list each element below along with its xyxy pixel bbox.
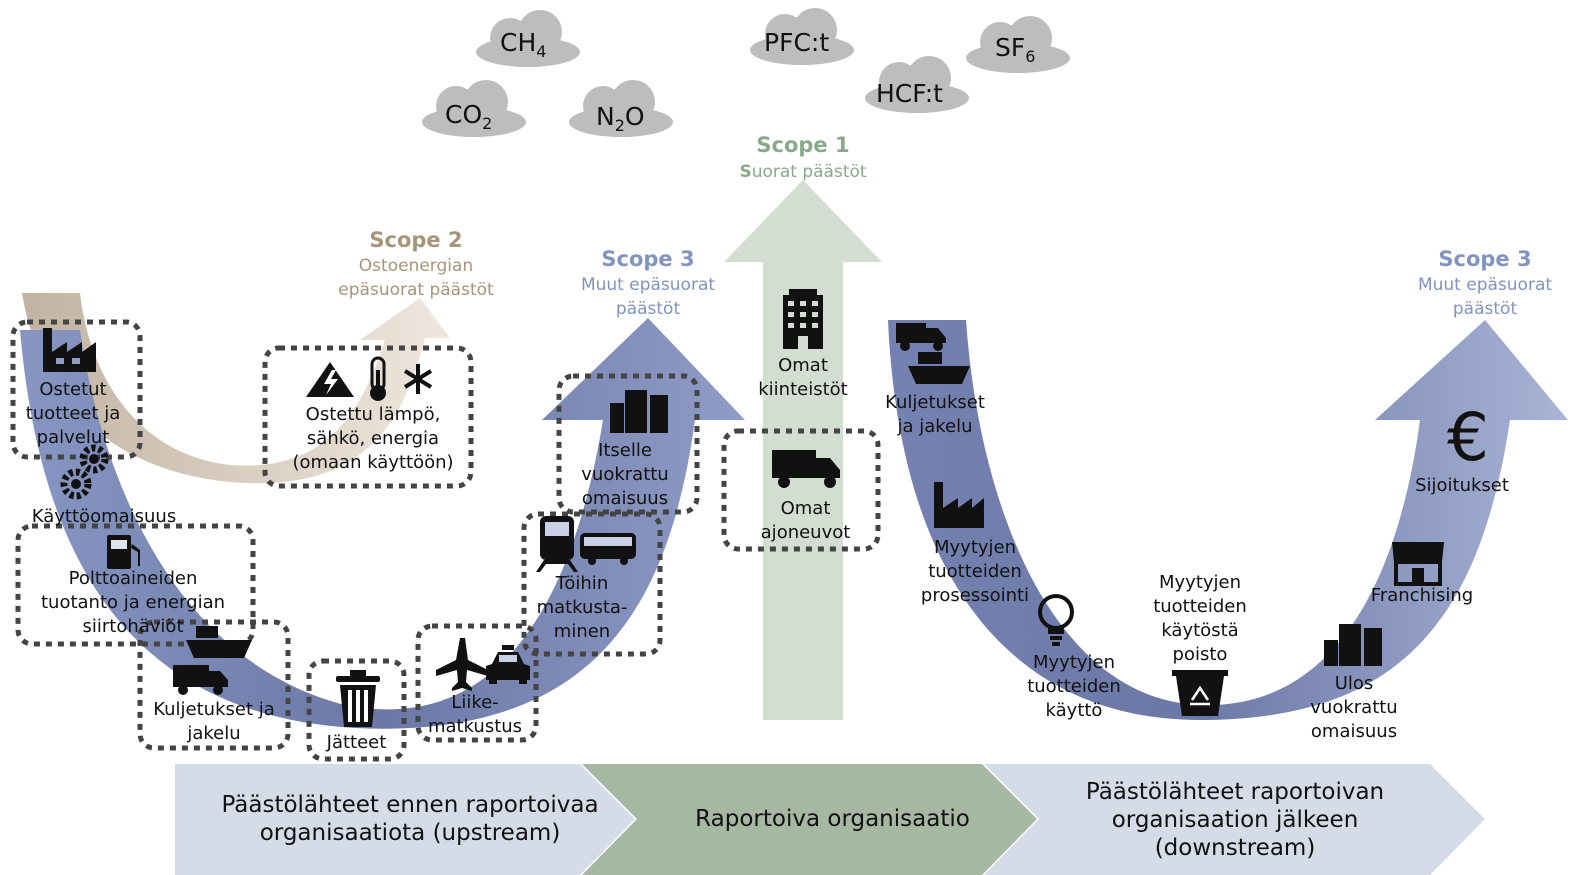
- gas-hcf: HCF:t: [876, 79, 943, 108]
- box-scope2: [262, 345, 474, 489]
- gas-pfc: PFC:t: [764, 28, 830, 57]
- electricity-icon: [306, 362, 354, 397]
- band-upstream-shape: [175, 764, 635, 875]
- thermometer-icon: [370, 356, 386, 401]
- cloud-hcf: [865, 56, 969, 113]
- box-leased-up: [556, 373, 700, 515]
- scope1-subtitle: Suorat päästöt: [739, 162, 867, 182]
- band-downstream-shape: [984, 764, 1485, 875]
- cloud-n2o: [569, 80, 673, 137]
- lightbulb-icon: [1038, 594, 1074, 646]
- factory-icon: [934, 482, 984, 528]
- taxi-icon: [486, 645, 530, 684]
- gas-sf6: SF6: [995, 33, 1036, 66]
- store-icon: [1392, 542, 1444, 586]
- recycle-bin-icon: [1172, 670, 1228, 716]
- cloud-pfc: [750, 8, 854, 65]
- box-vehicles: [721, 428, 881, 552]
- box-transport-up: [137, 619, 291, 751]
- band-org-shape: [582, 764, 1037, 875]
- scope3-upstream-title: Scope 3: [601, 247, 695, 271]
- truck-icon: [772, 450, 840, 488]
- bus-icon: [580, 533, 636, 565]
- ship-icon: [186, 626, 252, 658]
- gas-clouds: [422, 8, 1070, 137]
- gas-n2o: N2O: [596, 102, 645, 135]
- box-purchased: [10, 319, 143, 460]
- box-waste: [306, 658, 407, 762]
- snowflake-icon: [403, 364, 433, 394]
- gas-co2: CO2: [445, 100, 493, 133]
- label-franchising: Franchising: [1370, 585, 1474, 606]
- box-fuel: [15, 523, 256, 647]
- buildings-icon: [610, 390, 668, 433]
- gas-ch4: CH4: [500, 28, 547, 61]
- band-org-label: Raportoiva organisaatio: [695, 806, 970, 832]
- euro-icon: €: [1447, 399, 1489, 476]
- gears-icon: [60, 444, 109, 500]
- label-investments: Sijoitukset: [1415, 475, 1509, 496]
- scope2-arrow: [22, 293, 450, 484]
- train-icon: [536, 516, 578, 572]
- trash-icon: [336, 670, 380, 727]
- scope3-downstream-title: Scope 3: [1438, 247, 1532, 271]
- label-purchased-energy: Ostettu lämpö,sähkö, energia(omaan käytt…: [292, 404, 454, 473]
- buildings-icon: [1324, 624, 1382, 666]
- cloud-co2: [422, 80, 526, 137]
- truck-icon: [173, 665, 228, 695]
- scope3-downstream-arrow: [888, 320, 1568, 720]
- cloud-ch4: [476, 10, 580, 67]
- label-capital-goods: Käyttöomaisuus: [31, 506, 177, 527]
- office-building-icon: [783, 289, 823, 349]
- scope1-title: Scope 1: [756, 133, 850, 157]
- fuel-pump-icon: [107, 535, 140, 569]
- ship-icon: [908, 352, 970, 384]
- cloud-sf6: [966, 16, 1070, 73]
- dotted-boxes: [10, 319, 881, 762]
- truck-icon: [896, 323, 946, 351]
- box-travel: [415, 623, 539, 743]
- scope2-title: Scope 2: [369, 228, 463, 252]
- label-waste: Jätteet: [326, 732, 387, 753]
- bottom-band: [175, 764, 1485, 875]
- factory-icon: [43, 328, 96, 372]
- plane-icon: [436, 638, 488, 691]
- label-business-travel: Liike-matkustus: [427, 692, 523, 737]
